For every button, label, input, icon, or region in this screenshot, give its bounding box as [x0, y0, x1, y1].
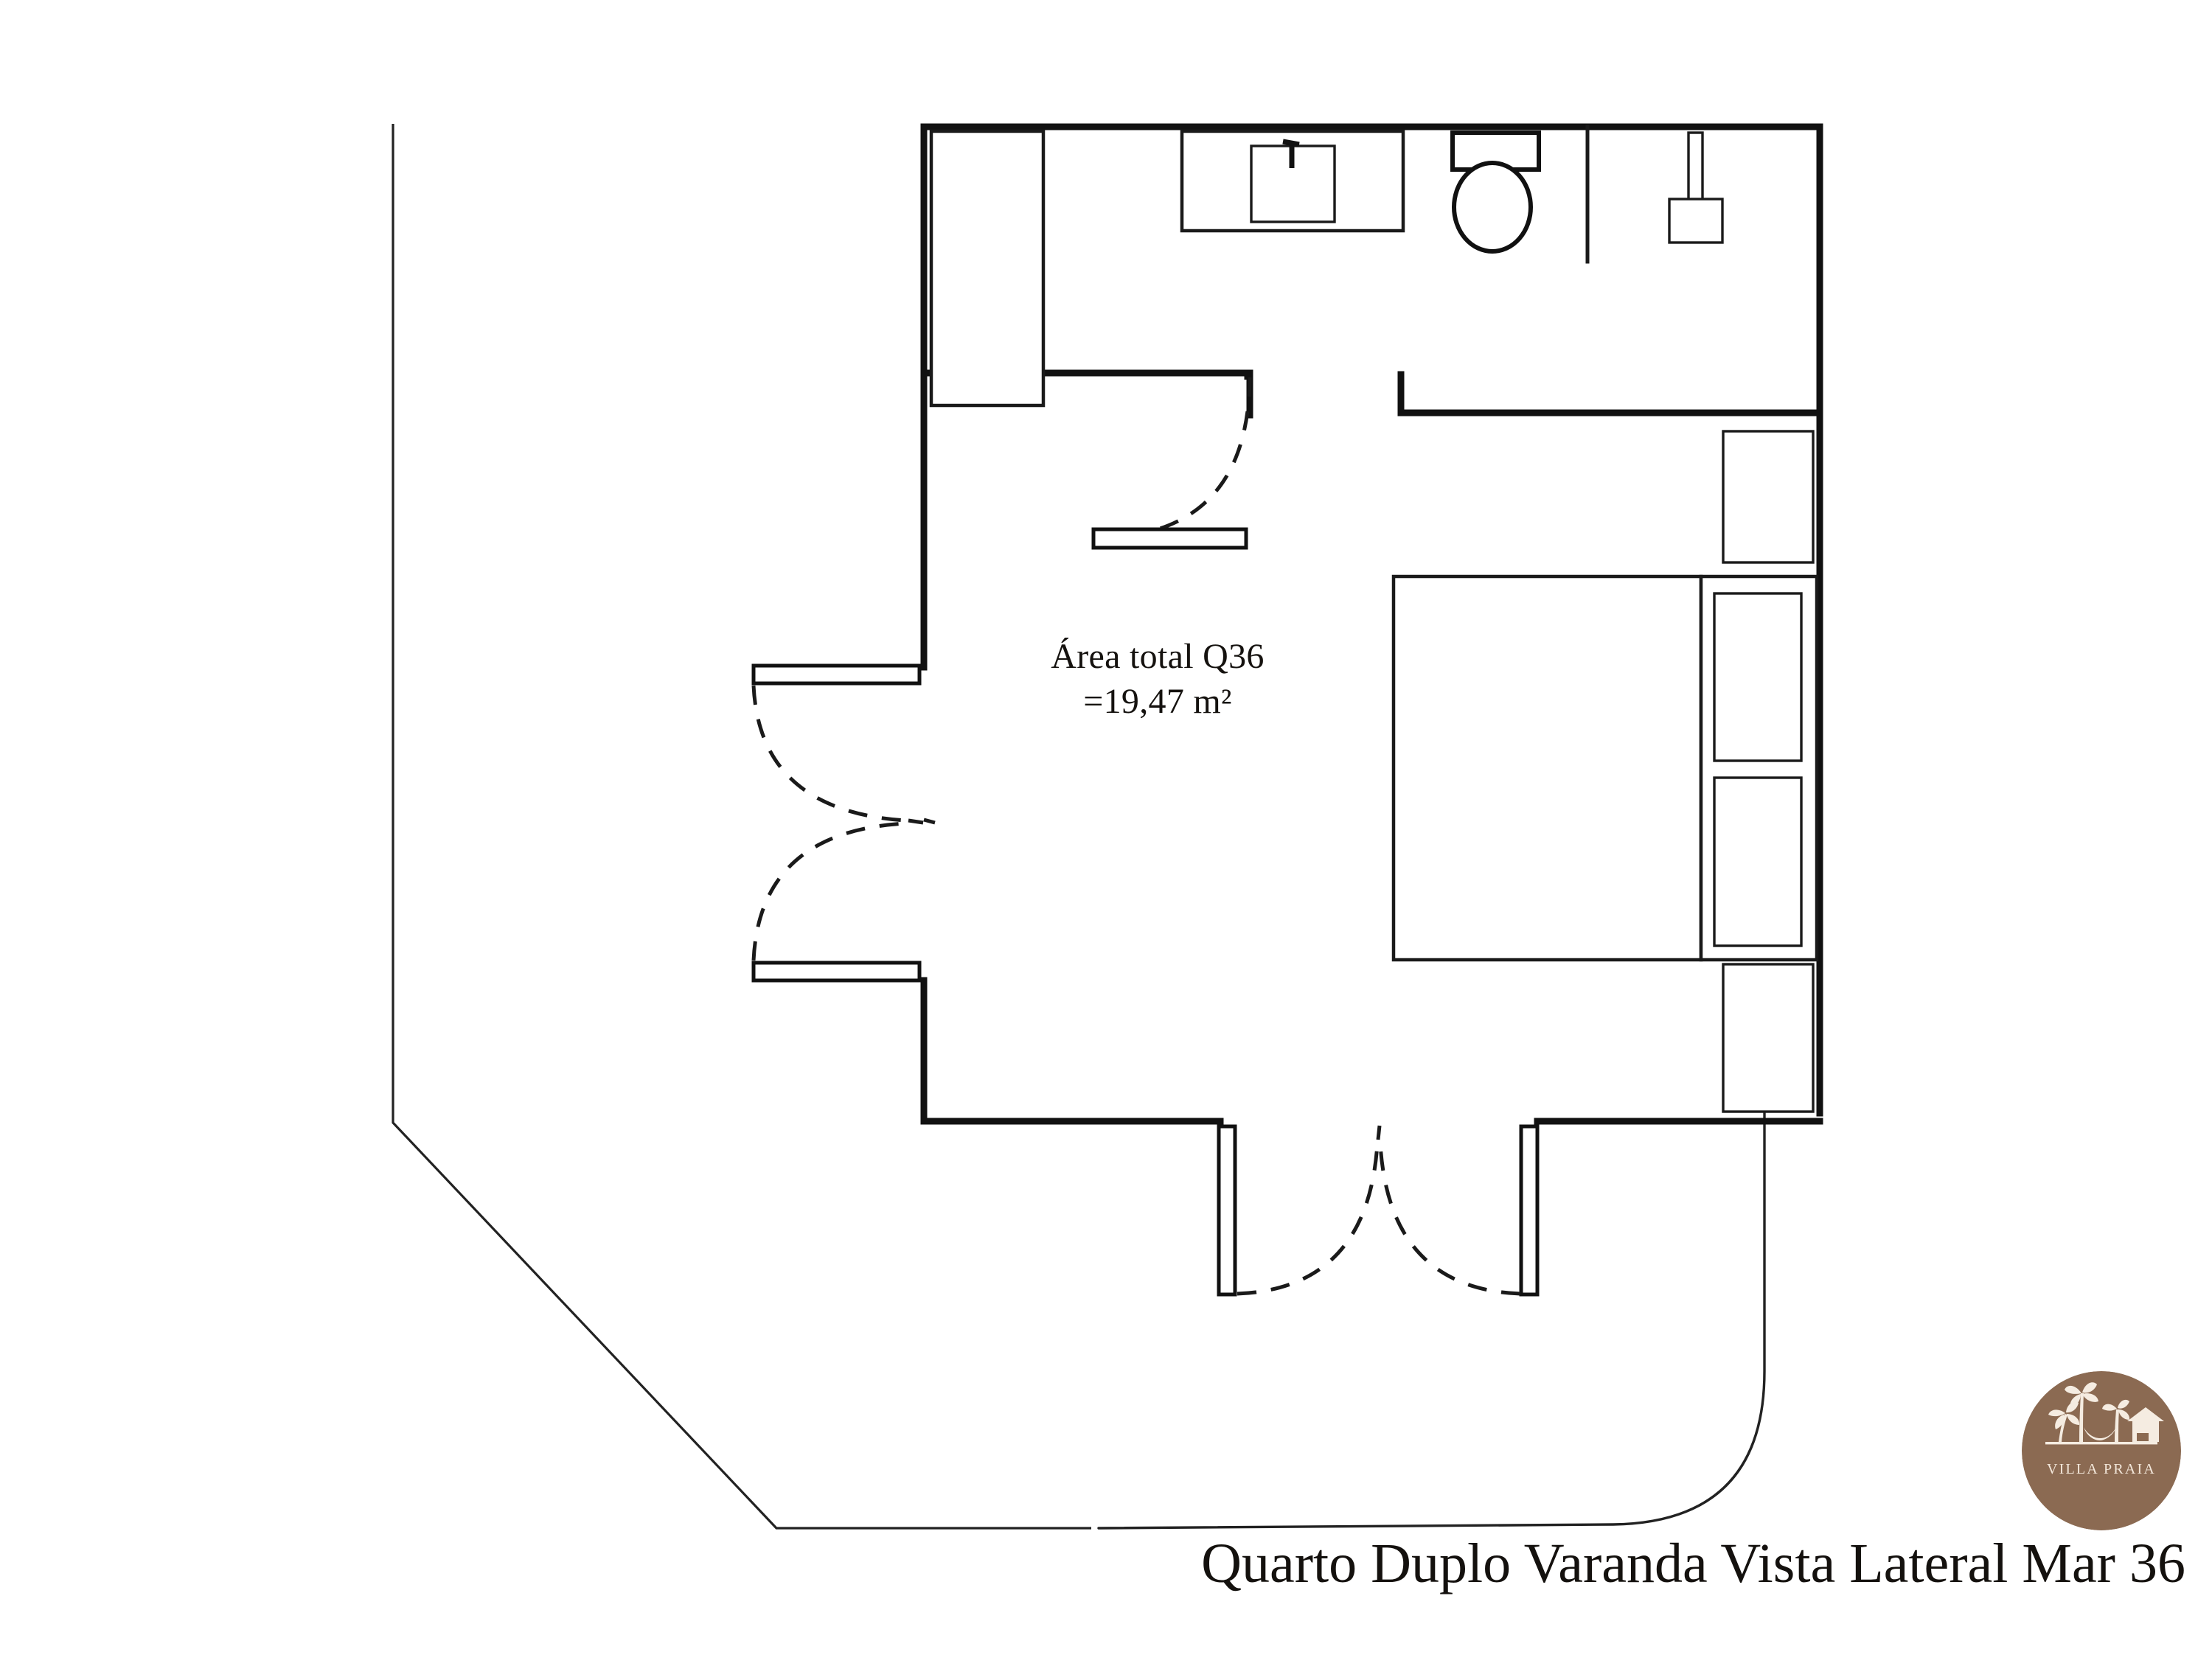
- shower-icon: [1668, 131, 1724, 244]
- area-label-line2: =19,47 m²: [1083, 682, 1232, 722]
- entry-door-swing-upper: [751, 685, 906, 823]
- nightstand-lower: [1722, 963, 1815, 1113]
- area-label-line1: Área total Q36: [1051, 637, 1265, 676]
- area-label: Área total Q36 =19,47 m²: [981, 634, 1335, 725]
- balcony-outline: [1097, 1112, 1766, 1530]
- entry-door-leaf-upper: [751, 663, 922, 686]
- beach-house-icon: [2127, 1407, 2164, 1442]
- villa-praia-logo: VILLA PRAIA: [2022, 1371, 2181, 1530]
- bathroom-door-leaf[interactable]: [1091, 527, 1248, 550]
- wardrobe: [929, 129, 1046, 408]
- balcony-double-door[interactable]: [1217, 1124, 1540, 1297]
- palm-tree-icon: [2059, 1414, 2067, 1442]
- palm-tree-icon: [2079, 1393, 2084, 1442]
- bathroom-door[interactable]: [1093, 375, 1252, 540]
- balcony-door-swing-left: [1237, 1143, 1380, 1296]
- exterior-wall: [392, 124, 1091, 1530]
- logo-mark: [2022, 1371, 2181, 1530]
- page-title: Quarto Duplo Varanda Vista Lateral Mar 3…: [1201, 1533, 2185, 1594]
- balcony-door-leaf-right: [1519, 1124, 1540, 1297]
- entry-door-swing-lower: [751, 821, 906, 961]
- nightstand-upper: [1722, 430, 1815, 564]
- balcony-door-swing-right: [1378, 1143, 1521, 1296]
- entry-door-leaf-lower: [751, 961, 922, 983]
- balcony-door-leaf-left: [1217, 1124, 1237, 1297]
- faucet-icon: [1282, 139, 1300, 168]
- logo-artwork: [2045, 1382, 2164, 1445]
- hammock-icon: [2084, 1427, 2116, 1440]
- logo-circle: [2022, 1371, 2181, 1530]
- pillow-lower: [1713, 776, 1803, 947]
- entry-double-door[interactable]: [751, 663, 936, 983]
- toilet-icon: [1450, 130, 1541, 254]
- bed: [1391, 574, 1819, 962]
- ground-line-icon: [2045, 1442, 2157, 1445]
- pillow-upper: [1713, 592, 1803, 762]
- palm-tree-icon: [2115, 1409, 2119, 1442]
